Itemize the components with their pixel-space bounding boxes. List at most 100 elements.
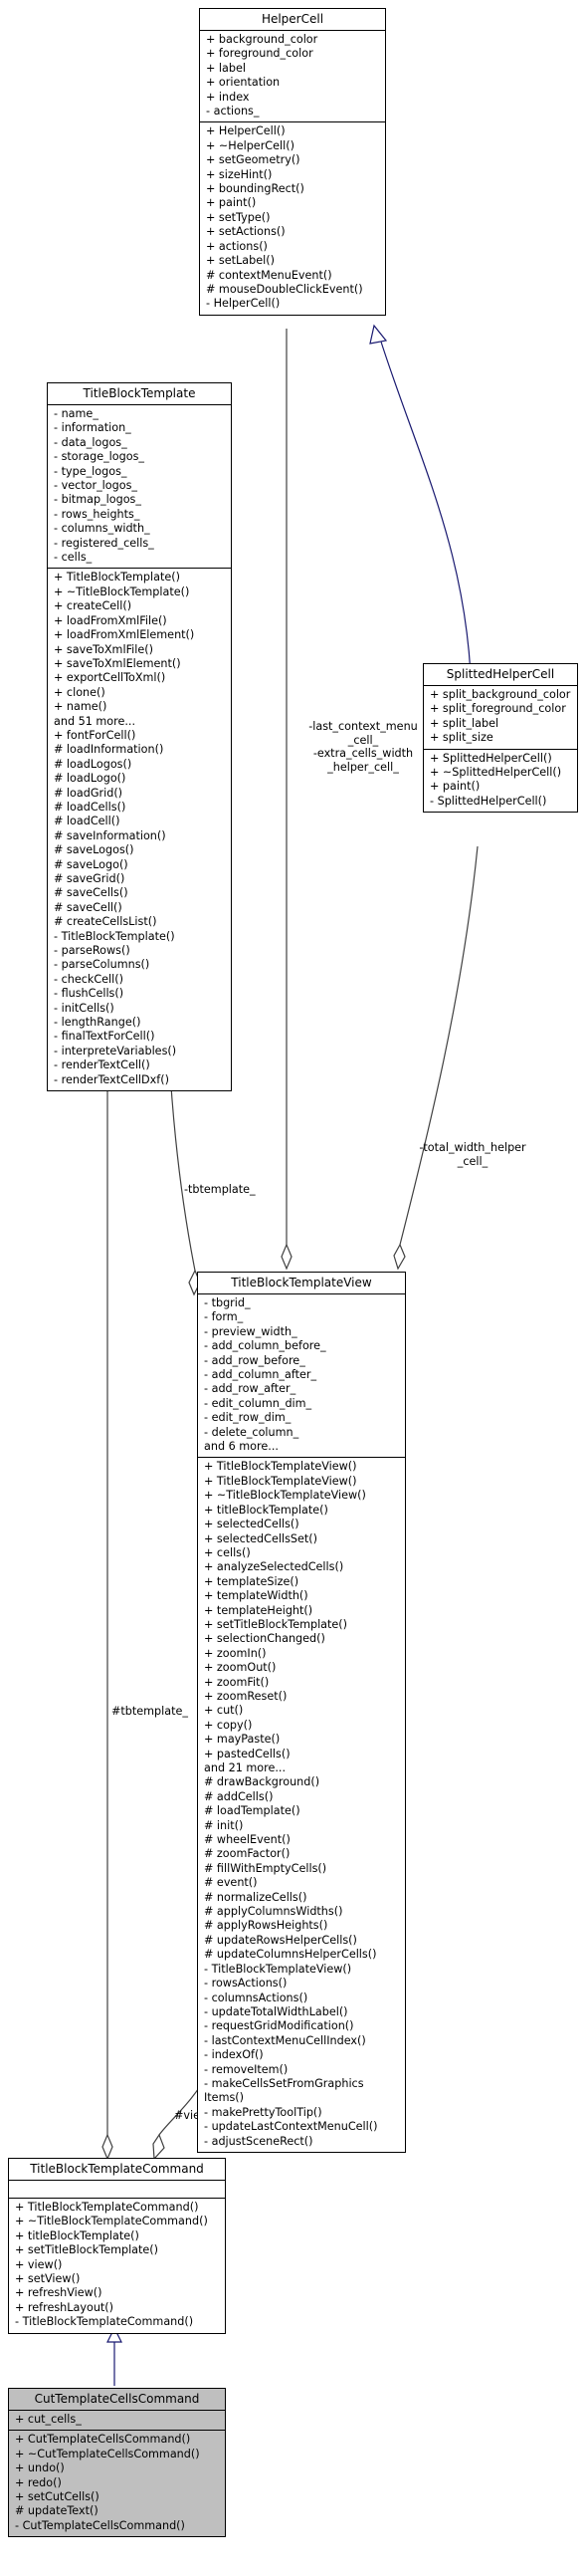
class-method: - SplittedHelperCell() bbox=[430, 794, 547, 808]
class-method: - interpreteVariables() bbox=[54, 1044, 177, 1057]
class-method: + CutTemplateCellsCommand() bbox=[15, 2433, 191, 2447]
class-method: # loadCells() bbox=[54, 800, 126, 814]
class-method: # saveCells() bbox=[54, 886, 128, 900]
class-method: + redo() bbox=[15, 2475, 62, 2489]
class-attribute: + background_color bbox=[206, 33, 318, 46]
edge-label-tbtemplate-command: #tbtemplate_ bbox=[111, 1705, 188, 1718]
class-method: # updateColumnsHelperCells() bbox=[204, 1948, 377, 1962]
class-method: + ~HelperCell() bbox=[206, 138, 294, 152]
class-method: + setView() bbox=[15, 2272, 81, 2286]
class-attribute: - registered_cells_ bbox=[54, 536, 154, 550]
class-cut-template-cells-command[interactable]: CutTemplateCellsCommand+ cut_cells_+ Cut… bbox=[8, 2388, 226, 2538]
class-method: # loadLogos() bbox=[54, 757, 132, 771]
class-attribute: - bitmap_logos_ bbox=[54, 493, 141, 507]
edge-label-context-menu-cell: -last_context_menu _cell_ -extra_cells_w… bbox=[308, 720, 418, 774]
class-method: - finalTextForCell() bbox=[54, 1030, 155, 1044]
class-attribute: + foreground_color bbox=[206, 47, 313, 61]
class-attribute: + label bbox=[206, 61, 246, 75]
class-method: - initCells() bbox=[54, 1001, 114, 1015]
class-attribute: - tbgrid_ bbox=[204, 1296, 251, 1309]
class-method: + SplittedHelperCell() bbox=[430, 751, 552, 765]
class-attribute: - vector_logos_ bbox=[54, 479, 137, 493]
class-method: # loadInformation() bbox=[54, 743, 164, 757]
class-method: # event() bbox=[204, 1876, 258, 1890]
class-attribute: + index bbox=[206, 90, 250, 104]
class-method: + selectionChanged() bbox=[204, 1632, 325, 1646]
class-attributes-section: - tbgrid_- form_- preview_width_- add_co… bbox=[198, 1294, 405, 1459]
class-method: # mouseDoubleClickEvent() bbox=[206, 282, 363, 296]
class-method: + loadFromXmlFile() bbox=[54, 613, 167, 627]
class-attributes-section: + background_color+ foreground_color+ la… bbox=[200, 31, 385, 123]
class-method: + analyzeSelectedCells() bbox=[204, 1560, 344, 1574]
class-method: + cells() bbox=[204, 1545, 251, 1559]
class-title-block-template-command[interactable]: TitleBlockTemplateCommand+ TitleBlockTem… bbox=[8, 2158, 226, 2334]
class-attribute: - information_ bbox=[54, 421, 131, 435]
class-attribute: - edit_column_dim_ bbox=[204, 1396, 312, 1410]
class-method: - makeCellsSetFromGraphics bbox=[204, 2076, 364, 2090]
class-method: - parseRows() bbox=[54, 944, 130, 958]
class-method: + HelperCell() bbox=[206, 124, 286, 138]
class-attribute: + orientation bbox=[206, 76, 281, 90]
class-method: - renderTextCellDxf() bbox=[54, 1072, 169, 1086]
class-method: + titleBlockTemplate() bbox=[204, 1503, 328, 1517]
class-method: + zoomFit() bbox=[204, 1675, 270, 1689]
class-title-block-template-view[interactable]: TitleBlockTemplateView- tbgrid_- form_- … bbox=[197, 1272, 406, 2153]
class-method: # saveInformation() bbox=[54, 828, 166, 842]
class-method: + name() bbox=[54, 700, 107, 714]
class-attribute: - add_column_after_ bbox=[204, 1368, 317, 1382]
aggregation-diamond-helpercell-view bbox=[281, 1243, 293, 1271]
class-method: + ~TitleBlockTemplate() bbox=[54, 585, 190, 598]
inheritance-edge-splitted-to-helpercell bbox=[379, 338, 473, 710]
class-method: - lastContextMenuCellIndex() bbox=[204, 2033, 366, 2047]
class-title: SplittedHelperCell bbox=[424, 664, 577, 686]
class-method: - rowsActions() bbox=[204, 1977, 288, 1991]
class-splitted-helper-cell[interactable]: SplittedHelperCell+ split_background_col… bbox=[423, 663, 578, 814]
class-method: - adjustSceneRect() bbox=[204, 2134, 313, 2148]
class-method: and 21 more... bbox=[204, 1761, 287, 1774]
class-method: # fillWithEmptyCells() bbox=[204, 1861, 327, 1875]
class-method: + loadFromXmlElement() bbox=[54, 628, 195, 642]
class-helper-cell[interactable]: HelperCell+ background_color+ foreground… bbox=[199, 8, 386, 316]
class-title: HelperCell bbox=[200, 9, 385, 31]
class-methods-section: + TitleBlockTemplate()+ ~TitleBlockTempl… bbox=[48, 569, 231, 1090]
class-method: - updateTotalWidthLabel() bbox=[204, 2004, 348, 2018]
class-method: + paint() bbox=[430, 780, 481, 794]
class-method: + createCell() bbox=[54, 599, 132, 613]
class-title-block-template[interactable]: TitleBlockTemplate- name_- information_-… bbox=[47, 382, 232, 1092]
edge-label-total-width-helper: -total_width_helper _cell_ bbox=[419, 1141, 526, 1168]
class-attribute: - data_logos_ bbox=[54, 435, 127, 449]
class-method: # loadGrid() bbox=[54, 786, 123, 800]
aggregation-diamond-view-command bbox=[152, 2133, 165, 2161]
class-attributes-section: + split_background_color+ split_foregrou… bbox=[424, 686, 577, 750]
class-method: + copy() bbox=[204, 1718, 253, 1732]
class-method: + titleBlockTemplate() bbox=[15, 2228, 139, 2242]
class-method: + setGeometry() bbox=[206, 153, 300, 167]
class-method: + pastedCells() bbox=[204, 1747, 291, 1760]
class-method: + ~CutTemplateCellsCommand() bbox=[15, 2447, 200, 2460]
class-attribute: and 6 more... bbox=[204, 1440, 279, 1454]
class-attribute: - edit_row_dim_ bbox=[204, 1411, 292, 1425]
class-method: - TitleBlockTemplateView() bbox=[204, 1962, 352, 1976]
class-method: - indexOf() bbox=[204, 2048, 264, 2062]
class-method: + fontForCell() bbox=[54, 728, 136, 742]
class-method: # loadTemplate() bbox=[204, 1804, 300, 1818]
class-title: TitleBlockTemplate bbox=[48, 383, 231, 405]
class-attribute: - name_ bbox=[54, 407, 98, 420]
class-method: # init() bbox=[204, 1818, 244, 1832]
class-method: + selectedCells() bbox=[204, 1518, 299, 1531]
class-attribute: - columns_width_ bbox=[54, 522, 150, 536]
class-method: + templateSize() bbox=[204, 1574, 299, 1588]
class-method: + setTitleBlockTemplate() bbox=[15, 2243, 159, 2257]
class-method: + mayPaste() bbox=[204, 1733, 281, 1747]
class-method: + refreshLayout() bbox=[15, 2300, 114, 2314]
class-method: # drawBackground() bbox=[204, 1775, 320, 1789]
class-method: - makePrettyToolTip() bbox=[204, 2105, 322, 2119]
class-attribute: - storage_logos_ bbox=[54, 450, 145, 464]
class-method: - updateLastContextMenuCell() bbox=[204, 2120, 378, 2134]
class-method: # normalizeCells() bbox=[204, 1890, 307, 1904]
class-method: + ~TitleBlockTemplateView() bbox=[204, 1489, 366, 1503]
class-method: + paint() bbox=[206, 196, 257, 210]
class-attribute: + split_foreground_color bbox=[430, 702, 566, 716]
class-method: + setActions() bbox=[206, 225, 286, 239]
